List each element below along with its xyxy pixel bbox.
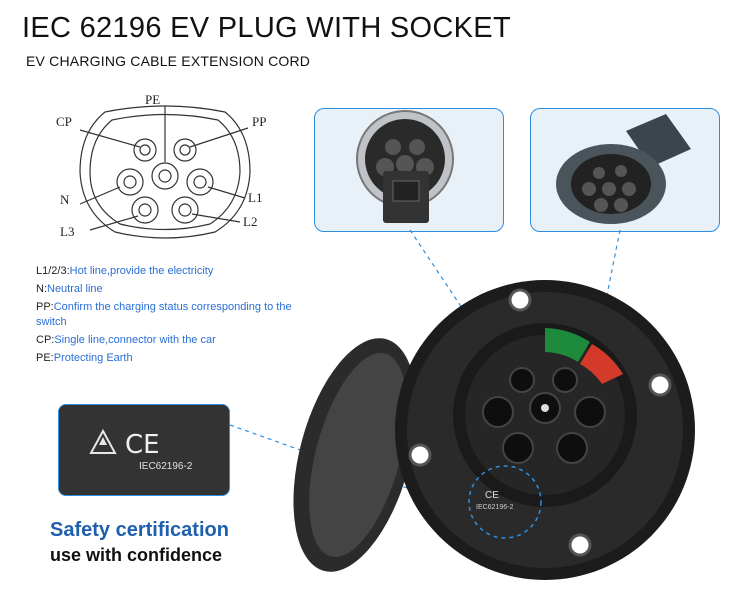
ce-mark-small: CE xyxy=(485,490,499,501)
ev-socket-illustration xyxy=(293,280,695,580)
page-subtitle: EV CHARGING CABLE EXTENSION CORD xyxy=(26,53,311,69)
safety-tagline: use with confidence xyxy=(50,545,223,565)
pin-diagram: PE CP PP N L1 L2 L3 xyxy=(50,92,280,242)
ce-mark: CE xyxy=(125,430,160,460)
rear-view-photo xyxy=(314,108,504,232)
certification-photo xyxy=(59,405,229,495)
safety-headline: Safety certification xyxy=(50,519,229,541)
legend-item: CP:Single line,connector with the car xyxy=(36,334,216,346)
legend-item: PP:Confirm the charging status correspon… xyxy=(36,301,292,328)
socket-rear-image xyxy=(356,110,454,223)
main-product-image: CE IEC62196-2 xyxy=(290,280,720,585)
standard-mark: IEC62196-2 xyxy=(139,461,193,472)
pin-diagram-drawing xyxy=(79,105,251,239)
pin-label-l2: L2 xyxy=(243,214,258,229)
legend-item: N:Neutral line xyxy=(36,283,103,295)
page-title: IEC 62196 EV PLUG WITH SOCKET xyxy=(22,12,511,44)
pin-label-l1: L1 xyxy=(248,190,263,205)
socket-front-image xyxy=(556,114,691,224)
pin-legend: L1/2/3:Hot line,provide the electricity … xyxy=(36,264,296,369)
standard-mark-small: IEC62196-2 xyxy=(476,504,514,511)
pin-label-n: N xyxy=(60,192,70,207)
pin-label-cp: CP xyxy=(56,114,72,129)
pin-label-l3: L3 xyxy=(60,224,75,239)
pin-label-pe: PE xyxy=(145,92,161,107)
front-view-photo xyxy=(530,108,720,232)
legend-item: L1/2/3:Hot line,provide the electricity xyxy=(36,265,214,277)
pin-label-pp: PP xyxy=(252,114,267,129)
legend-item: PE:Protecting Earth xyxy=(36,352,133,364)
certification-closeup: CE IEC62196-2 xyxy=(58,404,230,496)
